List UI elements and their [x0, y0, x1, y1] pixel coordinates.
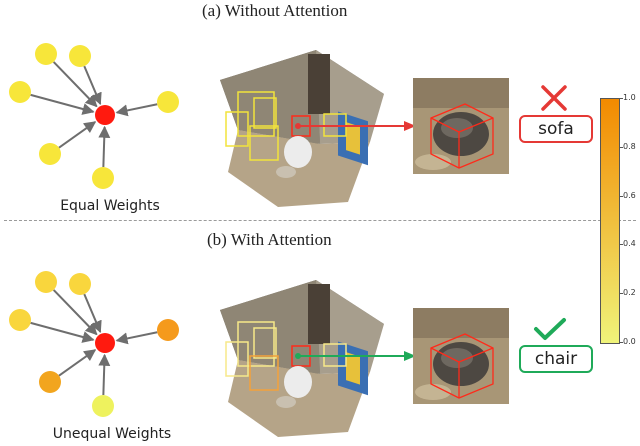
graph-edge	[58, 349, 97, 377]
prediction-label-top: sofa	[519, 115, 593, 143]
room-scene-bottom	[220, 280, 384, 437]
colorbar-tick-mark	[619, 244, 623, 246]
graph-edge	[98, 353, 111, 396]
graph-edge	[30, 321, 95, 343]
graph-edge	[58, 121, 97, 149]
colorbar-tick-label: 1.0	[623, 93, 636, 102]
colorbar-tick-mark	[619, 342, 623, 343]
cross-icon	[541, 85, 567, 111]
colorbar-tick-mark	[619, 98, 623, 99]
section-divider	[4, 220, 636, 221]
colorbar-tick-label: 0.0	[623, 337, 636, 346]
top-title: (a) Without Attention	[202, 1, 348, 20]
neighbor-node	[35, 271, 57, 293]
graph-edge	[115, 103, 158, 117]
crop-bottom	[413, 308, 509, 404]
unequal-weights-graph	[9, 271, 179, 417]
equal-weights-label: Equal Weights	[60, 198, 160, 214]
arrow-top	[295, 121, 416, 131]
unequal-weights-label: Unequal Weights	[52, 426, 172, 442]
prediction-label-bottom: chair	[519, 345, 593, 373]
neighbor-node	[92, 167, 114, 189]
graph-edge	[52, 61, 98, 108]
neighbor-node	[35, 43, 57, 65]
colorbar-tick-label: 0.8	[623, 141, 636, 151]
center-node	[95, 105, 115, 125]
neighbor-node	[39, 371, 61, 393]
colorbar-tick-mark	[619, 146, 623, 148]
neighbor-node	[92, 395, 114, 417]
graph-edge	[83, 293, 102, 334]
colorbar	[600, 98, 620, 344]
equal-weights-graph	[9, 43, 179, 189]
colorbar-tick-mark	[619, 195, 623, 197]
neighbor-node	[9, 81, 31, 103]
neighbor-node	[157, 91, 179, 113]
colorbar-tick-label: 0.6	[623, 190, 636, 200]
colorbar-tick-label: 0.4	[623, 239, 636, 249]
neighbor-node	[39, 143, 61, 165]
neighbor-node	[9, 309, 31, 331]
graph-edge	[30, 93, 95, 115]
neighbor-node	[69, 273, 91, 295]
check-icon	[534, 318, 566, 340]
graph-edge	[115, 331, 158, 345]
colorbar-tick-label: 0.2	[623, 288, 636, 298]
colorbar-tick-mark	[619, 293, 623, 295]
arrow-bottom	[295, 351, 416, 361]
graph-edge	[83, 65, 102, 106]
neighbor-node	[157, 319, 179, 341]
bottom-title: (b) With Attention	[207, 230, 332, 249]
neighbor-node	[69, 45, 91, 67]
center-node	[95, 333, 115, 353]
room-scene-top	[220, 50, 384, 207]
crop-top	[413, 78, 509, 174]
graph-edge	[52, 289, 98, 336]
graph-edge	[98, 125, 111, 168]
